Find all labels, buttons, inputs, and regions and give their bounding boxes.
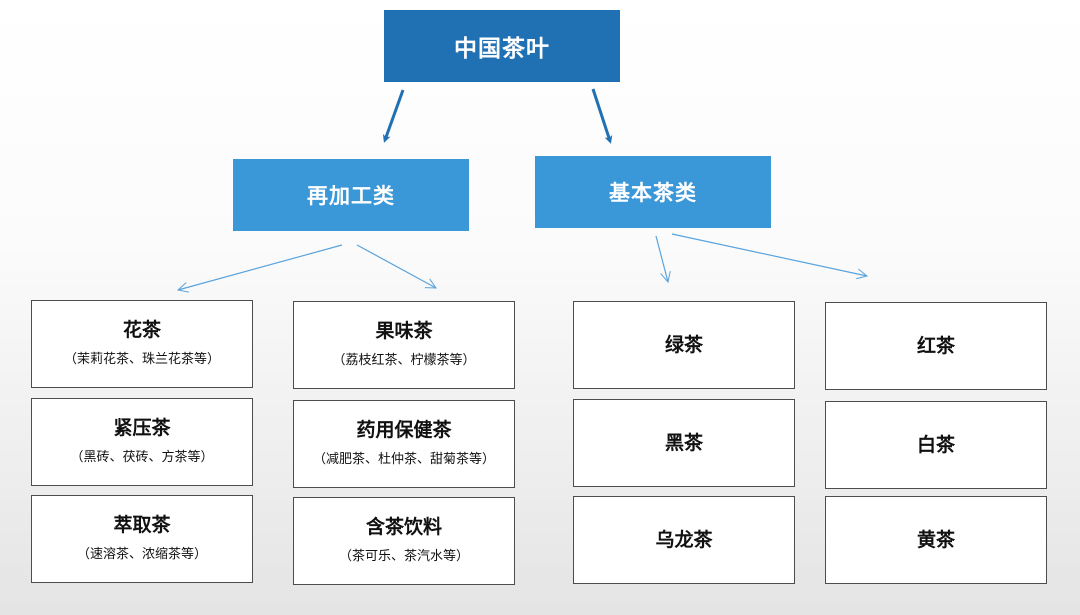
- arrow-reprocessed-to-left-column: [178, 244, 343, 290]
- leaf-name: 红茶: [916, 335, 955, 357]
- leaf-examples: （黑砖、茯砖、方茶等）: [70, 450, 214, 465]
- leaf-name: 白茶: [916, 434, 955, 456]
- leaf-examples: （荔枝红茶、柠檬茶等）: [332, 353, 476, 368]
- leaf-examples: （减肥茶、杜仲茶、甜菊茶等）: [312, 452, 495, 467]
- leaf-node: 萃取茶 （速溶茶、浓缩茶等）: [31, 495, 253, 583]
- leaf-examples: （速溶茶、浓缩茶等）: [76, 547, 207, 562]
- leaf-examples: （茶可乐、茶汽水等）: [338, 549, 469, 564]
- leaf-name: 黑茶: [664, 432, 703, 454]
- category-reprocessed: 再加工类: [233, 159, 469, 231]
- leaf-node: 果味茶 （荔枝红茶、柠檬茶等）: [293, 301, 515, 389]
- arrow-reprocessed-to-right-column: [356, 244, 436, 288]
- category-basic: 基本茶类: [535, 156, 771, 228]
- leaf-node: 含茶饮料 （茶可乐、茶汽水等）: [293, 497, 515, 585]
- leaf-node: 黑茶: [573, 399, 795, 487]
- leaf-name: 黄茶: [916, 529, 955, 551]
- leaf-name: 绿茶: [664, 334, 703, 356]
- leaf-node: 黄茶: [825, 496, 1047, 584]
- leaf-node: 花茶 （茉莉花茶、珠兰花茶等）: [31, 300, 253, 388]
- leaf-node: 红茶: [825, 302, 1047, 390]
- leaf-node: 紧压茶 （黑砖、茯砖、方茶等）: [31, 398, 253, 486]
- leaf-node: 白茶: [825, 401, 1047, 489]
- leaf-name: 花茶: [122, 319, 161, 341]
- category-label: 再加工类: [307, 184, 395, 208]
- leaf-node: 绿茶: [573, 301, 795, 389]
- leaf-node: 乌龙茶: [573, 496, 795, 584]
- leaf-name: 果味茶: [375, 320, 433, 342]
- arrow-basic-to-left-column: [655, 235, 668, 282]
- arrow-root-to-reprocessed: [382, 89, 405, 143]
- leaf-name: 紧压茶: [113, 417, 171, 439]
- root-node: 中国茶叶: [384, 10, 620, 82]
- leaf-name: 乌龙茶: [655, 529, 713, 551]
- leaf-name: 药用保健茶: [356, 419, 452, 441]
- leaf-examples: （茉莉花茶、珠兰花茶等）: [63, 352, 220, 367]
- leaf-name: 萃取茶: [113, 514, 171, 536]
- leaf-node: 药用保健茶 （减肥茶、杜仲茶、甜菊茶等）: [293, 400, 515, 488]
- category-label: 基本茶类: [609, 181, 697, 205]
- root-label: 中国茶叶: [454, 36, 550, 62]
- leaf-name: 含茶饮料: [365, 516, 442, 538]
- arrow-basic-to-right-column: [671, 233, 867, 276]
- arrow-root-to-basic: [591, 88, 613, 144]
